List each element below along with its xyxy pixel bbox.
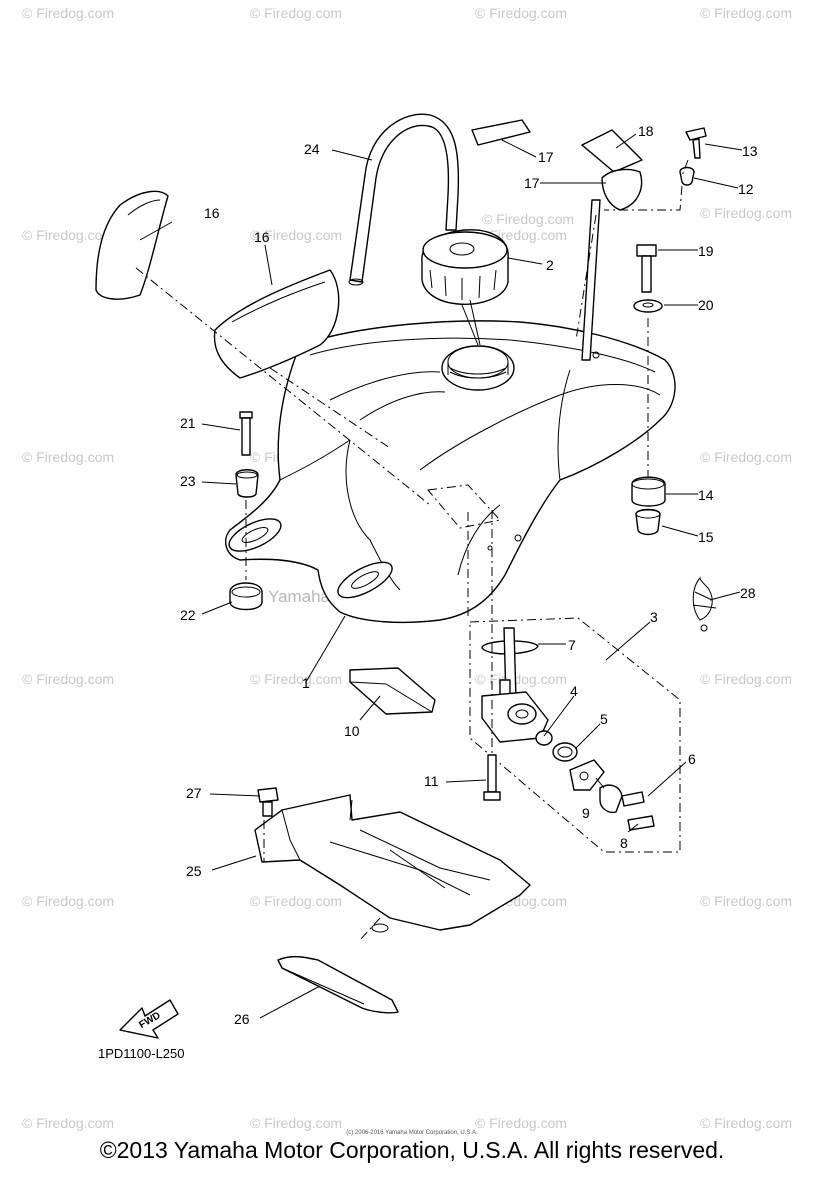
watermark: © Firedog.com <box>22 227 114 243</box>
callout-labels: 1 2 3 4 5 6 7 8 9 10 11 12 13 14 15 16 1… <box>98 123 758 1061</box>
callout-8: 8 <box>620 835 628 851</box>
watermark: © Firedog.com <box>250 893 342 909</box>
callout-13: 13 <box>742 143 758 159</box>
watermark: © Firedog.com <box>250 1115 342 1131</box>
watermark: © Firedog.com <box>700 893 792 909</box>
skid-plate <box>254 787 531 933</box>
watermark: © Firedog.com <box>22 5 114 21</box>
callout-18: 18 <box>638 123 654 139</box>
callout-16a: 16 <box>204 205 220 221</box>
tiny-copyright-note: (c) 2006-2016 Yamaha Motor Corporation, … <box>346 1130 478 1136</box>
callout-14: 14 <box>698 487 714 503</box>
callout-17a: 17 <box>538 149 554 165</box>
callout-11: 11 <box>424 773 439 789</box>
copyright-footer: ©2013 Yamaha Motor Corporation, U.S.A. A… <box>99 1137 725 1163</box>
watermark: © Firedog.com <box>22 893 114 909</box>
watermark: © Firedog.com <box>22 1115 114 1131</box>
leader-lines <box>135 133 743 1019</box>
watermark: © Firedog.com <box>250 227 342 243</box>
callout-19: 19 <box>698 243 714 259</box>
watermark: © Firedog.com <box>700 5 792 21</box>
bolt-11 <box>483 754 501 801</box>
watermark: © Firedog.com <box>475 1115 567 1131</box>
fwd-arrow-icon: FWD <box>119 999 179 1039</box>
callout-21: 21 <box>180 415 196 431</box>
callout-15: 15 <box>698 529 714 545</box>
small-parts-left <box>229 411 436 715</box>
watermark: © Firedog.com <box>700 205 792 221</box>
callout-1: 1 <box>302 675 310 691</box>
callout-7: 7 <box>568 637 576 653</box>
callout-9: 9 <box>582 805 590 821</box>
callout-23: 23 <box>180 473 196 489</box>
skid-protector <box>277 955 399 1014</box>
callout-27: 27 <box>186 785 202 801</box>
fuel-cock-assembly <box>469 617 681 853</box>
callout-12: 12 <box>738 181 754 197</box>
callout-24: 24 <box>304 141 320 157</box>
callout-10: 10 <box>344 723 360 739</box>
fuel-tank <box>224 320 676 624</box>
watermark: © Firedog.com <box>250 671 342 687</box>
small-parts-right <box>631 244 717 632</box>
small-parts-top <box>95 119 707 379</box>
callout-28: 28 <box>740 585 756 601</box>
callout-17b: 17 <box>524 175 540 191</box>
watermark: © Firedog.com <box>700 449 792 465</box>
watermark: © Firedog.com <box>700 671 792 687</box>
callout-3: 3 <box>650 609 658 625</box>
callout-22: 22 <box>180 607 196 623</box>
tank-cap <box>421 229 509 305</box>
callout-25: 25 <box>186 863 202 879</box>
watermark: © Firedog.com <box>250 5 342 21</box>
callout-4: 4 <box>570 683 578 699</box>
callout-26: 26 <box>234 1011 250 1027</box>
watermark: © Firedog.com <box>22 671 114 687</box>
callout-5: 5 <box>600 711 608 727</box>
watermark: © Firedog.com <box>475 671 567 687</box>
watermark: © Firedog.com <box>482 211 574 227</box>
watermark: © Firedog.com <box>475 5 567 21</box>
diagram-code: 1PD1100-L250 <box>98 1046 185 1061</box>
callout-2: 2 <box>546 257 554 273</box>
callout-20: 20 <box>698 297 714 313</box>
watermark: © Firedog.com <box>700 1115 792 1131</box>
callout-16b: 16 <box>254 229 270 245</box>
callout-6: 6 <box>688 751 696 767</box>
watermark: © Firedog.com <box>22 449 114 465</box>
breather-hose <box>348 113 460 286</box>
